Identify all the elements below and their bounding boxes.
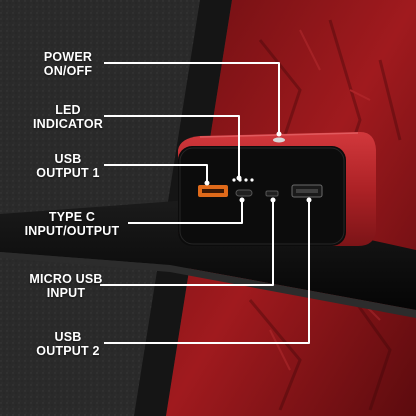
red-texture	[248, 19, 402, 411]
callout-label-typec: TYPE C INPUT/OUTPUT	[24, 210, 120, 238]
faceplate	[178, 146, 346, 246]
callout-label-micro: MICRO USB INPUT	[29, 272, 103, 300]
callout-label-led: LED INDICATOR	[32, 103, 104, 131]
callout-line-usb1	[104, 164, 208, 183]
callout-label-power: POWER ON/OFF	[43, 50, 93, 78]
callout-label-usb2: USB OUTPUT 2	[36, 330, 100, 358]
callout-label-usb1: USB OUTPUT 1	[36, 152, 100, 180]
power-button[interactable]	[273, 137, 285, 143]
callout-line-power	[104, 62, 280, 134]
micro-usb-port	[265, 190, 279, 197]
callout-line-typec	[128, 200, 243, 224]
callout-dots	[204, 131, 312, 203]
callout-line-led	[104, 115, 240, 178]
faceplate-rim	[179, 147, 345, 245]
callout-line-micro	[100, 200, 274, 286]
shelf-edge	[0, 252, 416, 318]
callout-lines	[100, 62, 310, 344]
usb-output-1-slot	[202, 189, 224, 193]
usb-output-2-slot	[296, 189, 318, 193]
callout-line-usb2	[104, 200, 310, 344]
type-c-port	[235, 189, 253, 197]
